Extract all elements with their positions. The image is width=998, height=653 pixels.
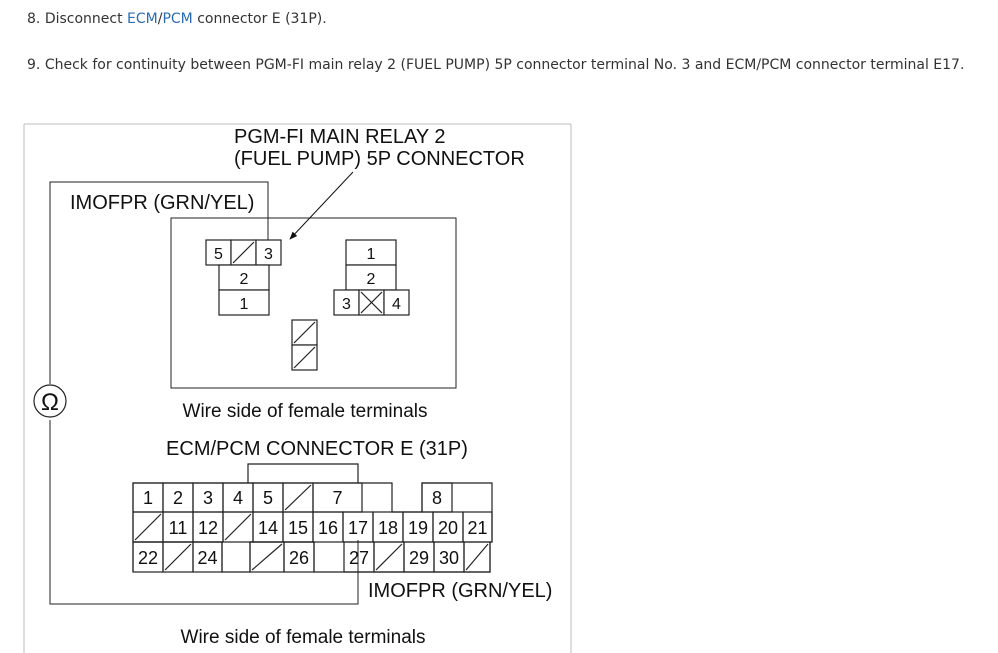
relay-b-terminal-4: 4 [392,296,401,313]
relay-caption: Wire side of female terminals [183,401,428,422]
ecm-terminal-17: 17 [348,518,368,538]
ecm-caption: Wire side of female terminals [181,627,426,648]
step-9-instruction: 9. Check for continuity between PGM-FI m… [27,57,964,73]
ecm-blank-slash [375,543,403,571]
ecm-terminal-7: 7 [332,488,342,508]
ecm-terminal-24: 24 [197,548,217,568]
relay-connector-a [205,239,282,316]
ecm-terminal-8: 8 [432,488,442,508]
ecm-terminal-29: 29 [409,548,429,568]
ecm-cell [192,541,223,573]
ecm-terminal-grid: 1234578911121415161718192021222426272930 [132,482,493,573]
step-8-instruction: 8. Disconnect ECM/PCM connector E (31P). [27,11,327,27]
step-text: Disconnect [44,11,128,27]
step-number: 8. [27,11,41,27]
relay-title-line1: PGM-FI MAIN RELAY 2 [234,126,446,148]
relay-a-terminal-5: 5 [214,246,223,263]
ecm-terminal-18: 18 [378,518,398,538]
ecm-terminal-19: 19 [408,518,428,538]
wire-label-bottom: IMOFPR (GRN/YEL) [368,580,552,602]
ecm-terminal-2: 2 [173,488,183,508]
relay-socket-housing [170,217,457,389]
step-text: connector E (31P). [192,11,327,27]
ecm-cell [463,541,491,573]
ecm-terminal-1: 1 [143,488,153,508]
pcm-link[interactable]: PCM [162,11,193,27]
ecm-terminal-27: 27 [349,548,369,568]
wire-label-top: IMOFPR (GRN/YEL) [70,192,254,214]
ecm-terminal-5: 5 [263,488,273,508]
ecm-terminal-26: 26 [289,548,309,568]
step-number: 9. [27,57,41,73]
ecm-terminal-20: 20 [438,518,458,538]
ecm-terminal-15: 15 [288,518,308,538]
ecm-terminal-22: 22 [138,548,158,568]
ecm-link[interactable]: ECM [127,11,158,27]
connector-diagram: PGM-FI MAIN RELAY 2 (FUEL PUMP) 5P CONNE… [23,123,572,653]
ecm-blank-slash [224,513,252,541]
ecm-cell [283,541,315,573]
relay-a-terminal-1: 1 [240,296,249,313]
relay-connector-b [333,239,410,316]
relay-a-terminal-3: 3 [264,246,273,263]
relay-a-terminal-2: 2 [240,271,249,288]
relay-title-line2: (FUEL PUMP) 5P CONNECTOR [234,148,525,170]
ecm-terminal-14: 14 [258,518,278,538]
ecm-connector-title: ECM/PCM CONNECTOR E (31P) [166,438,468,460]
step-text: Check for continuity between PGM-FI main… [44,57,965,73]
relay-b-terminal-2: 2 [367,271,376,288]
ecm-blank-slash [284,484,312,511]
relay-b-terminal-3: 3 [342,296,351,313]
relay-blank-terminals [291,319,318,371]
ohmmeter: Ω [33,384,67,418]
ecm-terminal-11: 11 [169,518,188,538]
ecm-terminal-12: 12 [198,518,218,538]
ecm-terminal-3: 3 [203,488,213,508]
relay-b-terminal-1: 1 [367,246,376,263]
slash-text: / [157,11,163,27]
test-wire [49,181,359,605]
ecm-blank-slash [134,513,162,541]
pointer-arrow [289,171,354,240]
ecm-blank-slash [465,543,489,571]
ecm-terminal-16: 16 [318,518,338,538]
ohm-icon: Ω [41,389,59,416]
ecm-terminal-4: 4 [233,488,243,508]
ecm-blank-slash [164,543,192,571]
ecm-blank-slash [251,543,283,571]
ecm-terminal-21: 21 [467,518,487,538]
figure-frame [23,123,572,653]
ecm-terminal-30: 30 [439,548,459,568]
